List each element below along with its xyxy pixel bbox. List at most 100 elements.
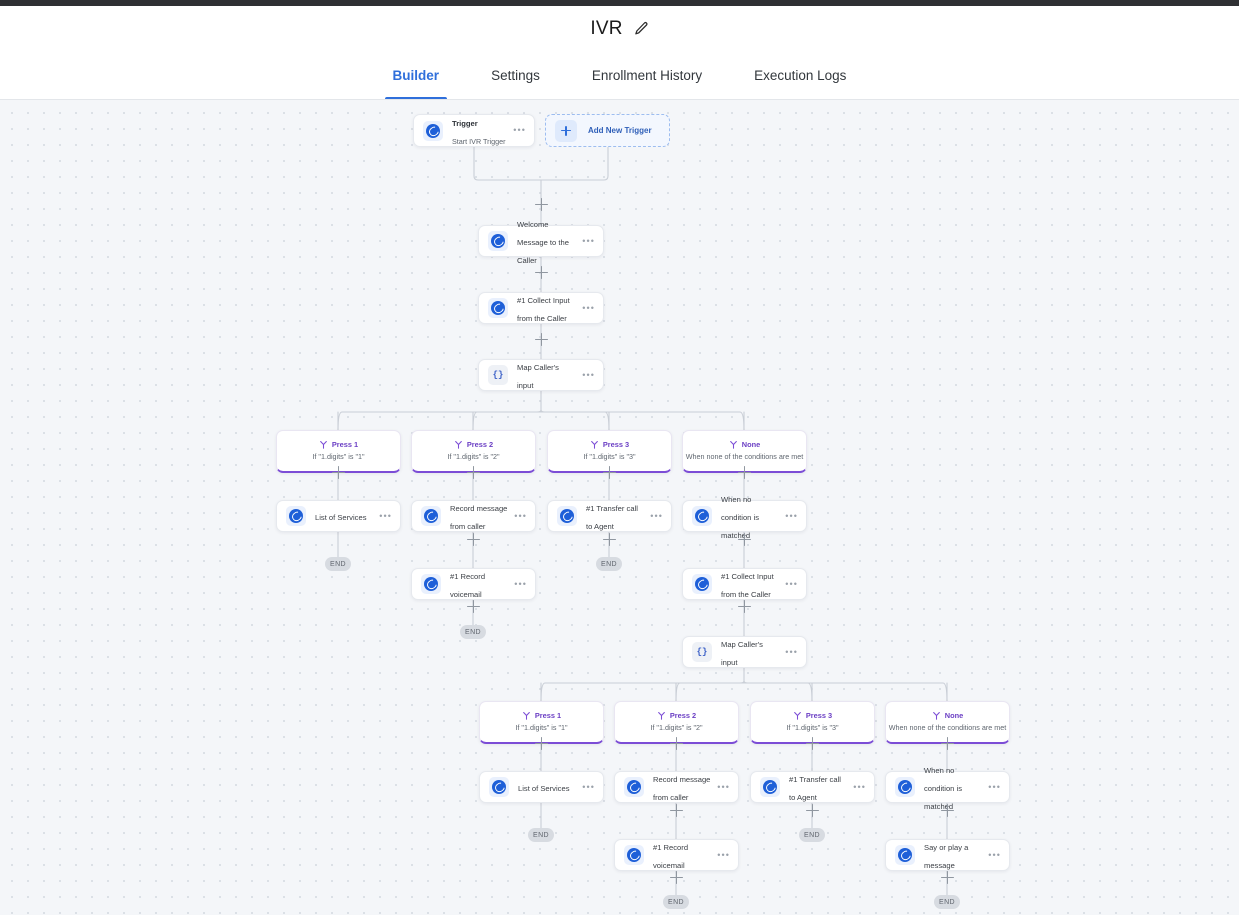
add-step-plus-icon[interactable]	[603, 533, 616, 546]
add-step-plus-icon[interactable]	[806, 737, 819, 750]
end-label: END	[668, 898, 684, 906]
node-label: List of Services	[518, 784, 570, 793]
add-step-plus-icon[interactable]	[535, 266, 548, 279]
add-step-plus-icon[interactable]	[941, 804, 954, 817]
node-label: When no condition is matched	[924, 766, 962, 811]
node-collect-input-1[interactable]: #1 Collect Input from the Caller •••	[478, 292, 604, 324]
node-menu-icon[interactable]: •••	[988, 849, 1001, 860]
tab-settings[interactable]: Settings	[465, 51, 566, 99]
end-pill[interactable]: END	[934, 895, 960, 909]
node-subtitle: Start IVR Trigger	[452, 136, 506, 146]
node-label: #1 Collect Input from the Caller	[517, 296, 570, 323]
tab-enrollment-history[interactable]: Enrollment History	[566, 51, 728, 99]
node-label: Say or play a message	[924, 843, 969, 870]
call-icon	[557, 506, 577, 526]
branch-title: None	[944, 710, 964, 720]
end-pill[interactable]: END	[325, 557, 351, 571]
node-list-of-services-2[interactable]: List of Services •••	[479, 771, 604, 803]
add-step-plus-icon[interactable]	[738, 533, 751, 546]
node-label: #1 Record voicemail	[653, 843, 689, 870]
node-menu-icon[interactable]: •••	[582, 781, 595, 792]
add-step-plus-icon[interactable]	[467, 533, 480, 546]
tab-builder[interactable]: Builder	[367, 51, 466, 99]
add-step-plus-icon[interactable]	[603, 466, 616, 479]
node-menu-icon[interactable]: •••	[379, 510, 392, 521]
end-pill[interactable]: END	[799, 828, 825, 842]
add-step-plus-icon[interactable]	[738, 466, 751, 479]
branch-card-press-3[interactable]: Press 3 If "1.digits" is "3"	[547, 430, 672, 473]
add-step-plus-icon[interactable]	[535, 198, 548, 211]
tab-execution-logs[interactable]: Execution Logs	[728, 51, 872, 99]
node-menu-icon[interactable]: •••	[853, 781, 866, 792]
add-step-plus-icon[interactable]	[535, 333, 548, 346]
add-new-trigger-button[interactable]: Add New Trigger	[545, 114, 670, 147]
add-step-plus-icon[interactable]	[738, 600, 751, 613]
add-step-plus-icon[interactable]	[806, 804, 819, 817]
add-step-plus-icon[interactable]	[941, 737, 954, 750]
branch-card-press-2[interactable]: Press 2 If "1.digits" is "2"	[411, 430, 536, 473]
tab-bar: Builder Settings Enrollment History Exec…	[0, 51, 1239, 100]
node-menu-icon[interactable]: •••	[785, 646, 798, 657]
node-menu-icon[interactable]: •••	[514, 578, 527, 589]
end-pill[interactable]: END	[460, 625, 486, 639]
end-pill[interactable]: END	[663, 895, 689, 909]
node-transfer-to-agent-1[interactable]: #1 Transfer call to Agent •••	[547, 500, 672, 532]
node-menu-icon[interactable]: •••	[717, 849, 730, 860]
node-record-message-2[interactable]: Record message from caller •••	[614, 771, 739, 803]
node-no-condition-matched-2[interactable]: When no condition is matched •••	[885, 766, 1010, 811]
node-transfer-to-agent-2[interactable]: #1 Transfer call to Agent •••	[750, 771, 875, 803]
node-collect-input-2[interactable]: #1 Collect Input from the Caller •••	[682, 568, 807, 600]
node-menu-icon[interactable]: •••	[582, 369, 595, 380]
branch-split-icon	[522, 711, 530, 720]
node-menu-icon[interactable]: •••	[717, 781, 730, 792]
flow-canvas[interactable]: Trigger Start IVR Trigger ••• Add New Tr…	[0, 100, 1239, 915]
window-top-strip	[0, 0, 1239, 6]
branch-card-press-2-level2[interactable]: Press 2 If "1.digits" is "2"	[614, 701, 739, 744]
node-menu-icon[interactable]: •••	[785, 510, 798, 521]
add-step-plus-icon[interactable]	[535, 737, 548, 750]
node-welcome-message[interactable]: Welcome Message to the Caller •••	[478, 220, 604, 265]
branch-split-icon	[319, 440, 327, 449]
node-label: Map Caller's input	[721, 640, 763, 667]
end-label: END	[804, 831, 820, 839]
branch-condition: If "1.digits" is "1"	[312, 451, 365, 461]
end-pill[interactable]: END	[596, 557, 622, 571]
node-record-message-1[interactable]: Record message from caller •••	[411, 500, 536, 532]
add-step-plus-icon[interactable]	[670, 737, 683, 750]
node-menu-icon[interactable]: •••	[650, 510, 663, 521]
end-pill[interactable]: END	[528, 828, 554, 842]
branch-title: Press 3	[602, 439, 630, 449]
add-step-plus-icon[interactable]	[670, 804, 683, 817]
add-step-plus-icon[interactable]	[467, 466, 480, 479]
node-menu-icon[interactable]: •••	[582, 235, 595, 246]
node-map-callers-input-2[interactable]: {} Map Caller's input •••	[682, 636, 807, 668]
node-label: #1 Collect Input from the Caller	[721, 572, 774, 599]
add-step-plus-icon[interactable]	[467, 600, 480, 613]
add-step-plus-icon[interactable]	[670, 871, 683, 884]
node-menu-icon[interactable]: •••	[785, 578, 798, 589]
add-step-plus-icon[interactable]	[332, 466, 345, 479]
tab-label: Enrollment History	[591, 67, 703, 83]
node-no-condition-matched-1[interactable]: When no condition is matched •••	[682, 495, 807, 540]
node-say-or-play-message[interactable]: Say or play a message •••	[885, 839, 1010, 871]
node-map-callers-input-1[interactable]: {} Map Caller's input •••	[478, 359, 604, 391]
node-menu-icon[interactable]: •••	[514, 510, 527, 521]
pencil-icon[interactable]	[634, 21, 649, 36]
branch-condition: If "1.digits" is "1"	[515, 722, 568, 732]
end-label: END	[939, 898, 955, 906]
plus-icon	[555, 119, 577, 142]
node-menu-icon[interactable]: •••	[988, 781, 1001, 792]
node-label: When no condition is matched	[721, 495, 759, 540]
node-list-of-services-1[interactable]: List of Services •••	[276, 500, 401, 532]
node-record-voicemail-2[interactable]: #1 Record voicemail •••	[614, 839, 739, 871]
call-icon	[760, 777, 780, 797]
node-trigger[interactable]: Trigger Start IVR Trigger •••	[413, 114, 535, 147]
node-label: #1 Record voicemail	[450, 572, 486, 599]
node-record-voicemail-1[interactable]: #1 Record voicemail •••	[411, 568, 536, 600]
node-menu-icon[interactable]: •••	[582, 302, 595, 313]
node-label: Record message from caller	[450, 504, 508, 531]
call-icon	[286, 506, 306, 526]
node-menu-icon[interactable]: •••	[513, 125, 526, 135]
branch-split-icon	[454, 440, 462, 449]
add-step-plus-icon[interactable]	[941, 871, 954, 884]
